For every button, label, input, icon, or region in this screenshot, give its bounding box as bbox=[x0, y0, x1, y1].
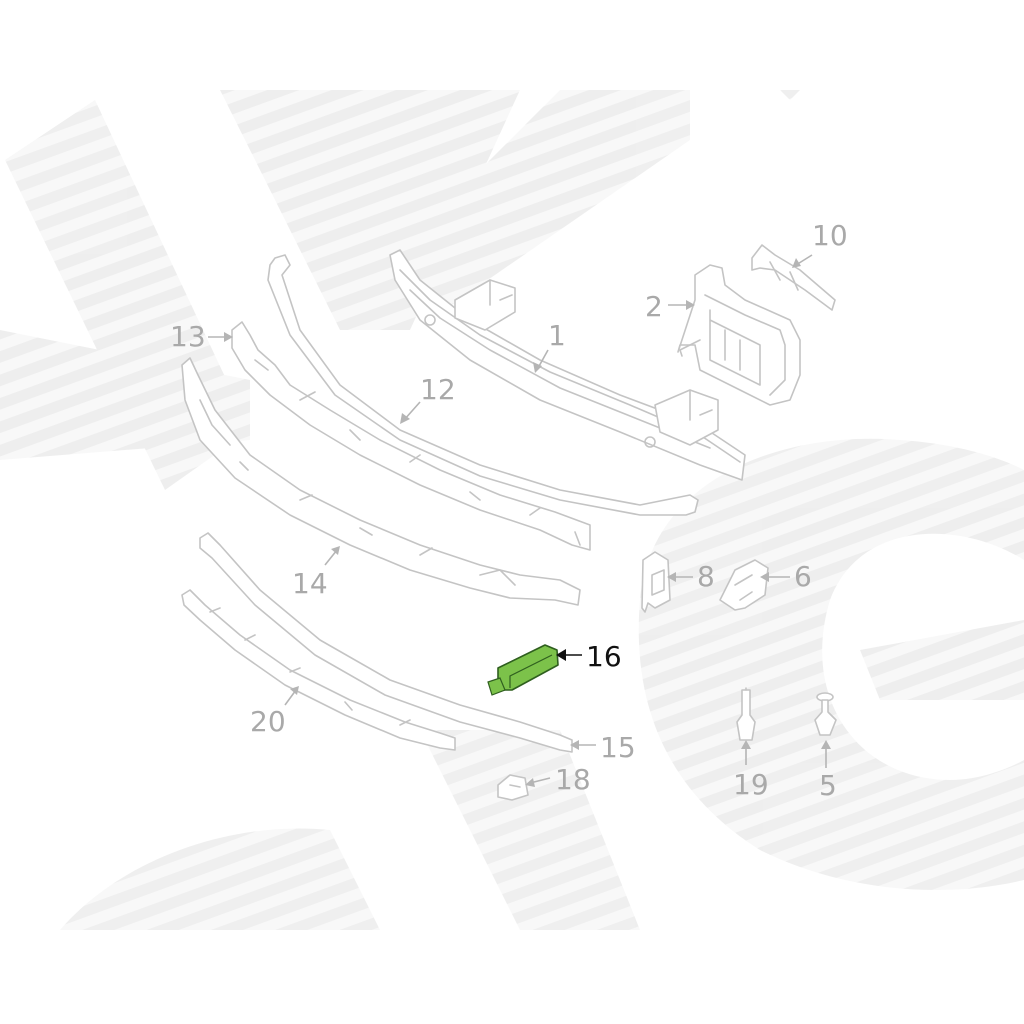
part-16-bracket-highlighted bbox=[487, 644, 559, 696]
callout-15: 15 bbox=[600, 731, 636, 764]
callout-8: 8 bbox=[697, 560, 715, 593]
part-6-bracket bbox=[719, 559, 769, 611]
callout-18: 18 bbox=[555, 763, 591, 796]
part-12-absorber-strip bbox=[267, 254, 699, 516]
part-20-lower-absorber bbox=[181, 589, 456, 751]
callout-14: 14 bbox=[292, 567, 328, 600]
callout-labels: 1 2 5 6 8 10 12 13 14 15 16 18 19 20 bbox=[170, 219, 848, 802]
callout-19: 19 bbox=[733, 768, 769, 801]
part-1-bumper-beam bbox=[389, 249, 746, 481]
callout-6: 6 bbox=[794, 560, 812, 593]
part-10-bracket bbox=[751, 244, 836, 311]
callout-13: 13 bbox=[170, 320, 206, 353]
part-2-mounting-bracket bbox=[677, 264, 801, 406]
leader-lines bbox=[208, 254, 831, 787]
part-14-absorber bbox=[181, 357, 581, 606]
callout-2: 2 bbox=[645, 290, 663, 323]
part-19-rivet bbox=[736, 687, 756, 741]
callout-16: 16 bbox=[586, 640, 622, 673]
part-13-absorber bbox=[231, 321, 591, 551]
callout-10: 10 bbox=[812, 219, 848, 252]
callout-1: 1 bbox=[548, 319, 566, 352]
part-5-push-pin bbox=[814, 692, 837, 736]
part-8-bracket bbox=[641, 551, 671, 613]
callout-5: 5 bbox=[819, 769, 837, 802]
callout-12: 12 bbox=[420, 373, 456, 406]
callout-20: 20 bbox=[250, 705, 286, 738]
part-18-clip bbox=[497, 774, 529, 801]
